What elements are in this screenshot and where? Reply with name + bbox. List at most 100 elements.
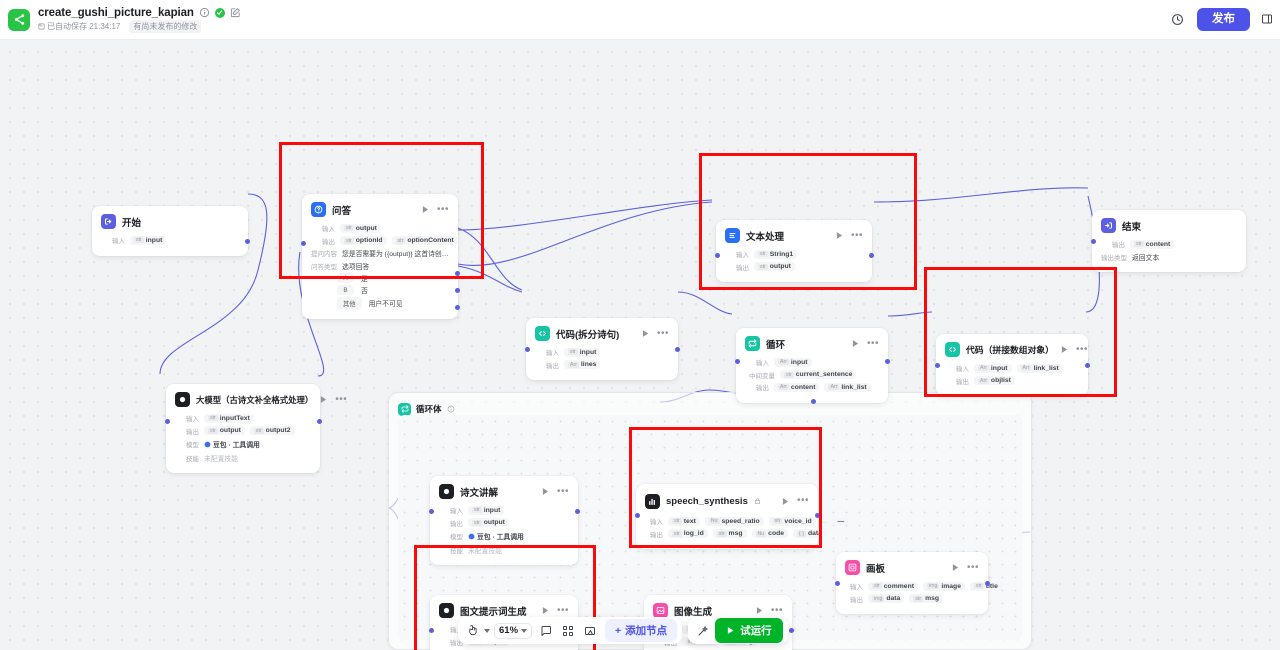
node-more-icon[interactable]: ••• — [436, 203, 449, 215]
node-more-icon[interactable]: ••• — [335, 393, 348, 405]
port-input[interactable] — [714, 253, 720, 258]
node-more-icon[interactable]: ••• — [556, 485, 569, 497]
port-loop-body[interactable] — [811, 399, 816, 404]
node-title: speech_synthesis — [666, 495, 748, 507]
run-node-icon[interactable] — [851, 339, 860, 348]
type-tag: str — [772, 518, 783, 524]
run-node-icon[interactable] — [951, 563, 960, 572]
node-more-icon[interactable]: ••• — [850, 229, 863, 241]
node-more-icon[interactable]: ••• — [966, 561, 979, 573]
port-output[interactable] — [574, 509, 580, 514]
node-more-icon[interactable]: ••• — [796, 495, 809, 506]
add-node-button[interactable]: + 添加节点 — [605, 619, 678, 642]
node-title: 问答 — [332, 205, 352, 217]
port-output[interactable] — [814, 513, 820, 518]
cursor-tool-icon[interactable] — [463, 622, 482, 639]
node-more-icon[interactable]: ••• — [1075, 343, 1088, 355]
run-node-icon[interactable] — [781, 497, 790, 506]
row-label: 输出 — [546, 362, 559, 370]
auto-layout-icon[interactable] — [558, 622, 578, 640]
port-input[interactable] — [428, 628, 434, 633]
history-clock-icon[interactable] — [1167, 9, 1187, 29]
chevron-down-icon[interactable] — [521, 628, 528, 633]
type-tag: str — [716, 530, 727, 537]
node-more-icon[interactable]: ••• — [556, 604, 569, 616]
output-type-value: 返回文本 — [1132, 254, 1160, 262]
node-title: 文本处理 — [746, 231, 785, 243]
port-input[interactable] — [1090, 239, 1096, 244]
port-input[interactable] — [934, 363, 940, 368]
type-tag: str — [472, 507, 482, 513]
port-output[interactable] — [244, 239, 250, 244]
type-tag: Arr — [1020, 365, 1032, 371]
node-row-question: 提问内容 您是否需要为 {{output}} 这首诗创… — [311, 248, 449, 258]
run-node-icon[interactable] — [835, 231, 844, 240]
screenshot-icon[interactable] — [580, 622, 600, 640]
node-more-icon[interactable]: ••• — [866, 337, 879, 349]
run-node-icon[interactable] — [541, 606, 550, 615]
port-option-a[interactable] — [454, 271, 460, 276]
port-output[interactable] — [1084, 363, 1090, 368]
plugin-store-icon[interactable] — [754, 492, 761, 510]
zoom-select[interactable]: 61% — [494, 622, 533, 639]
port-output[interactable] — [868, 253, 874, 258]
run-node-icon[interactable] — [541, 487, 550, 496]
test-run-label: 试运行 — [740, 625, 772, 637]
port-output[interactable] — [316, 419, 322, 424]
port-output[interactable] — [788, 628, 794, 633]
node-more-icon[interactable]: ••• — [656, 327, 669, 339]
node-tools: ••• — [421, 203, 449, 215]
node-row-qa-type: 问答类型 选项回答 — [311, 261, 449, 271]
edit-square-icon[interactable] — [230, 7, 241, 18]
port-input[interactable] — [164, 419, 170, 424]
port-option-other[interactable] — [454, 305, 460, 310]
chevron-down-icon[interactable] — [484, 628, 490, 633]
port-input[interactable] — [834, 581, 840, 586]
panel-toggle-icon[interactable] — [1260, 9, 1274, 29]
publish-button[interactable]: 发布 — [1197, 7, 1250, 32]
run-node-icon[interactable] — [319, 395, 328, 404]
port-input[interactable] — [634, 513, 640, 518]
row-label: 输入 — [956, 366, 969, 373]
info-circle-icon[interactable] — [447, 400, 455, 418]
port-option-b[interactable] — [454, 288, 460, 293]
comment-icon[interactable] — [536, 622, 556, 640]
autosave-status: 已自动保存 21:34:17 — [38, 21, 120, 32]
port-input[interactable] — [734, 359, 740, 364]
port-input[interactable] — [428, 509, 434, 514]
info-circle-icon[interactable] — [199, 7, 210, 18]
run-node-icon[interactable] — [755, 606, 764, 615]
test-run-button[interactable]: 试运行 — [715, 618, 783, 643]
port-output[interactable] — [984, 581, 990, 586]
port-output[interactable] — [884, 359, 890, 364]
node-header: 代码(拆分诗句) ••• — [535, 326, 669, 341]
code-node-icon — [945, 342, 960, 357]
llm-node-icon — [439, 603, 454, 618]
run-node-icon[interactable] — [641, 329, 650, 338]
magic-wand-icon[interactable] — [693, 622, 713, 640]
run-node-icon[interactable] — [421, 205, 430, 214]
row-label: 输入 — [450, 508, 463, 515]
run-node-icon[interactable] — [1060, 345, 1069, 354]
port-input[interactable] — [300, 241, 306, 246]
bottom-toolbar: 61% — [458, 617, 788, 644]
node-more-icon[interactable]: ••• — [770, 604, 783, 616]
port-output[interactable] — [674, 347, 680, 352]
collapse-toggle[interactable]: — — [832, 517, 850, 525]
port-input[interactable] — [524, 347, 530, 352]
